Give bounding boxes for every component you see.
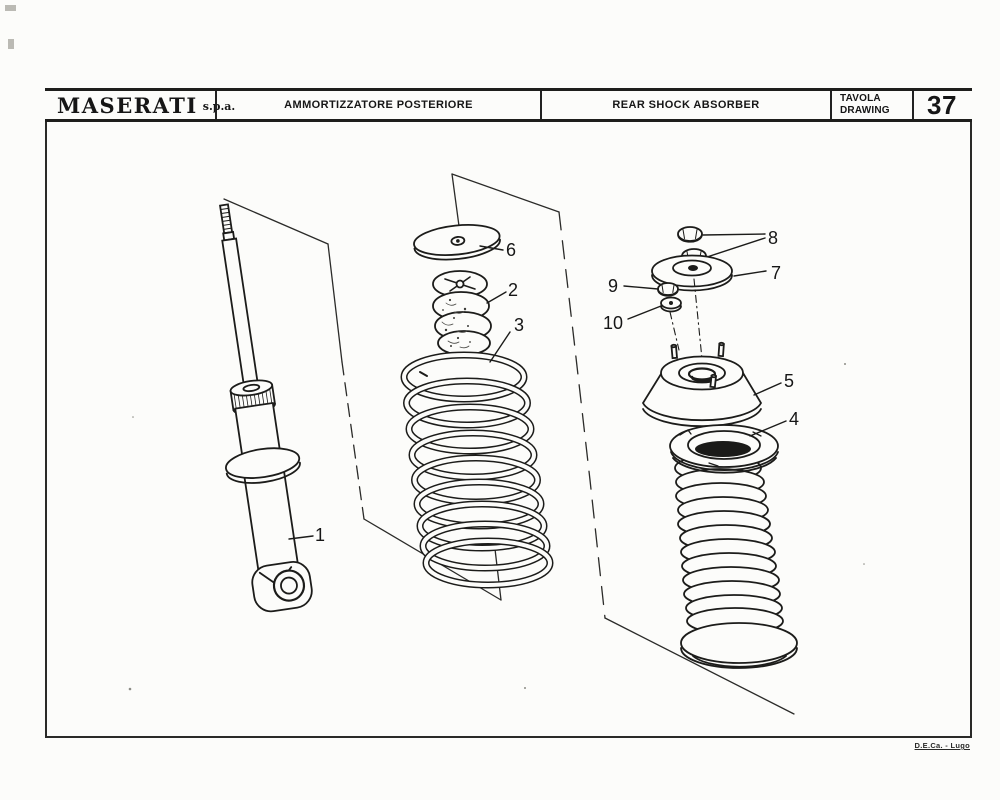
part-label-2: 2 [508,280,518,300]
brand-cell: MASERATI s.p.a. [45,91,235,119]
header: MASERATI s.p.a. AMMORTIZZATORE POSTERIOR… [45,88,972,122]
part-label-7: 7 [771,263,781,283]
leader-line-3 [489,331,511,363]
leader-line-8 [702,233,766,258]
shock-absorber-drawing [219,203,314,613]
part-label-5: 5 [784,371,794,391]
part-label-1: 1 [315,525,325,545]
exploded-view-illustration: 1 2 3 4 5 6 7 8 9 10 [128,173,865,715]
leader-line-6 [479,245,504,251]
leader-line-5 [753,382,782,396]
brand-suffix: s.p.a. [202,100,236,113]
part-label-4: 4 [789,409,799,429]
plate-number-cell: 37 [912,89,970,120]
part-label-9: 9 [608,276,618,296]
leader-line-4 [749,420,787,437]
plate-word-cell: TAVOLA DRAWING [830,91,912,119]
brand-name: MASERATI [57,92,198,118]
upper-mount-drawing [641,341,763,428]
part-label-10: 10 [603,313,623,333]
coil-spring-drawing [400,351,554,589]
plate-number: 37 [927,89,957,120]
part-label-8: 8 [768,228,778,248]
plate-word: TAVOLA DRAWING [840,92,890,117]
cup-washer-drawing [651,254,733,292]
scan-specks [128,363,865,691]
part-label-6: 6 [506,240,516,260]
part-label-3: 3 [514,315,524,335]
scan-smudge [8,39,14,49]
leader-line-2 [486,291,507,304]
leader-line-9-10 [623,285,662,320]
drawing-frame: 1 2 3 4 5 6 7 8 9 10 [45,122,972,738]
nut-washer-drawing [657,282,682,313]
dust-boot-drawing [674,454,798,669]
leader-line-7 [733,270,767,277]
printer-credit: D.E.Ca. - Lugo [914,741,970,750]
title-italian: AMMORTIZZATORE POSTERIORE [284,99,473,111]
part-number-labels: 1 2 3 4 5 6 7 8 9 10 [315,228,799,545]
bump-stop-drawing [432,270,492,356]
scan-smudge [5,5,16,11]
title-english-cell: REAR SHOCK ABSORBER [540,91,830,119]
title-italian-cell: AMMORTIZZATORE POSTERIORE [215,91,540,119]
washer-drawing [413,224,501,261]
axis-lines [669,278,703,360]
title-english: REAR SHOCK ABSORBER [612,99,760,111]
